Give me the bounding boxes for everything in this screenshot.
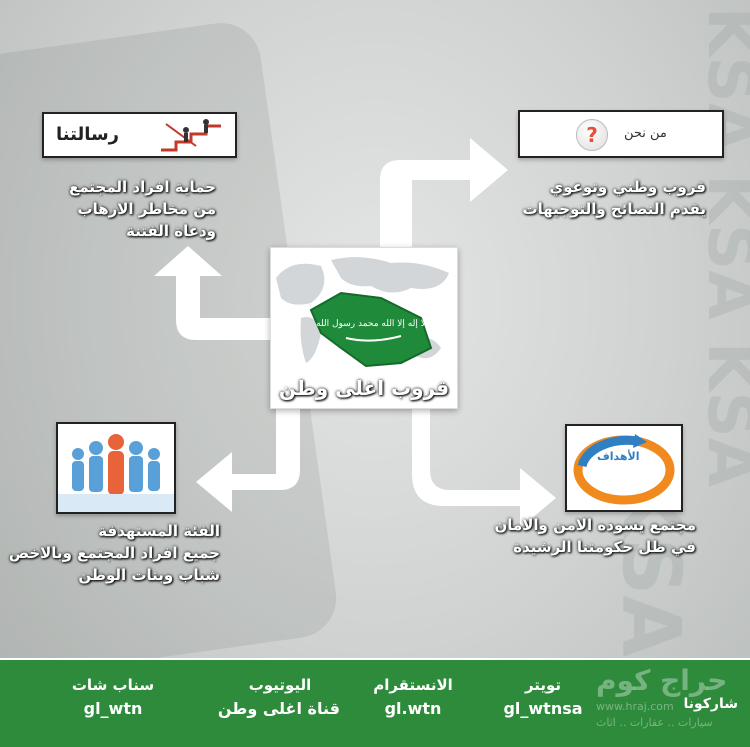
caption-line: الفئة المستهدفة: [98, 522, 220, 540]
footer-snapchat[interactable]: سناب شات gl_wtn: [58, 674, 168, 722]
question-icon: ?: [576, 119, 608, 151]
caption-line: مجتمع يسوده الامن والامان: [494, 516, 697, 534]
people-icon: [58, 434, 174, 512]
center-title: قروب اغلى وطن: [278, 376, 450, 400]
footer-bar: حراج كوم www.hraj.com سيارات .. عقارات .…: [0, 658, 750, 747]
arrow-to-message: [154, 246, 276, 340]
platform-handle[interactable]: قناة اغلى وطن: [217, 699, 340, 718]
caption-line: يقدم النصائح والتوجيهات: [522, 200, 706, 218]
footer-instagram[interactable]: الانستقرام gl.wtn: [358, 674, 468, 722]
caption-line: حماية افراد المجتمع: [69, 178, 216, 196]
who-label: من نحن: [624, 126, 667, 141]
watermark-url: www.hraj.com: [596, 700, 674, 713]
platform-handle[interactable]: gl.wtn: [384, 699, 442, 718]
platform-handle[interactable]: gl_wtnsa: [503, 699, 583, 718]
audience-box: [56, 422, 176, 514]
world-map-saudi-flag: لا إله إلا الله محمد رسول الله: [276, 257, 449, 368]
footer-youtube[interactable]: اليوتيوب قناة اغلى وطن: [217, 674, 340, 722]
watermark-tagline: سيارات .. عقارات .. اثاث: [596, 716, 713, 729]
watermark-name: حراج كوم: [596, 664, 728, 697]
platform-name: تويتر: [524, 676, 562, 694]
caption-line: جميع افراد المجتمع وبالاخص: [8, 544, 220, 562]
goals-label: الأهداف: [597, 450, 640, 463]
caption-line: من مخاطر الارهاب: [77, 200, 216, 218]
caption-line: قروب وطني وتوعوي: [549, 178, 706, 196]
goals-box: الأهداف: [565, 424, 683, 512]
platform-name: اليوتيوب: [248, 676, 312, 694]
message-caption: حماية افراد المجتمع من مخاطر الارهاب ودع…: [69, 176, 216, 242]
who-box: ? من نحن: [518, 110, 724, 158]
footer-twitter[interactable]: تويتر gl_wtnsa: [488, 674, 598, 722]
center-tile: لا إله إلا الله محمد رسول الله قروب اغلى…: [270, 247, 458, 409]
share-label: شاركونا: [683, 696, 738, 712]
arrow-to-audience: [196, 408, 300, 512]
platform-name: سناب شات: [71, 676, 155, 694]
caption-line: شباب وبنات الوطن: [78, 566, 220, 584]
stairs-icon: [161, 119, 221, 152]
flow-arrows: [0, 0, 750, 660]
message-label: رسالتنا: [56, 124, 120, 145]
platform-handle[interactable]: gl_wtn: [83, 699, 143, 718]
arrow-to-who: [380, 138, 508, 250]
arrow-to-goals: [412, 408, 556, 528]
audience-caption: الفئة المستهدفة جميع افراد المجتمع وبالا…: [9, 520, 220, 586]
message-box: رسالتنا: [42, 112, 237, 158]
caption-line: في ظل حكومتنا الرشيدة: [513, 538, 696, 556]
caption-line: ودعاة الفتنة: [126, 222, 216, 240]
goals-cycle-icon: [573, 434, 675, 505]
platform-name: الانستقرام: [373, 676, 453, 694]
who-caption: قروب وطني وتوعوي يقدم النصائح والتوجيهات: [523, 176, 706, 220]
flag-shahada: لا إله إلا الله محمد رسول الله: [316, 319, 426, 329]
goals-caption: مجتمع يسوده الامن والامان في ظل حكومتنا …: [495, 514, 697, 558]
